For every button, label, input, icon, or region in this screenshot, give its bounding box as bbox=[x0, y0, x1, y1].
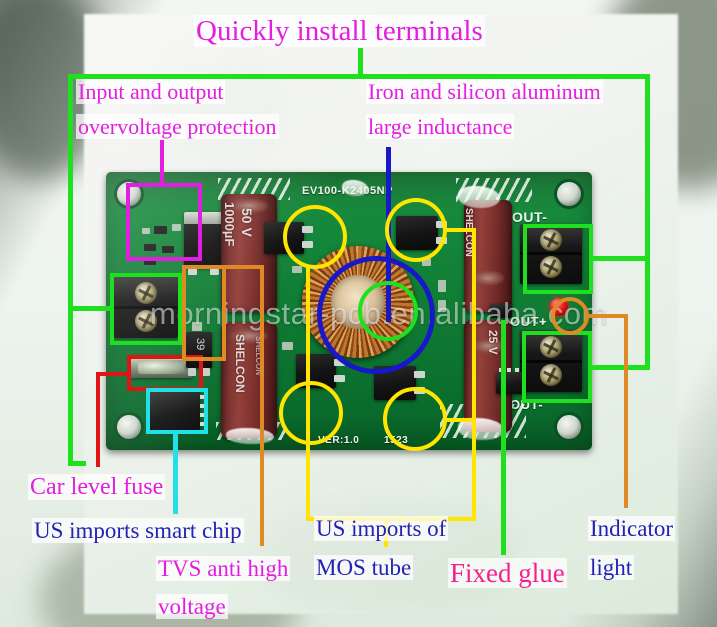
blue-circle-inductor bbox=[317, 256, 435, 374]
green-leader-output-terminal-lower-up bbox=[645, 294, 650, 370]
input-capacitor-upper: 1000µF 50 V bbox=[221, 194, 277, 312]
green-leader-output-terminal-lower bbox=[590, 365, 648, 370]
copper-hatch-top-left bbox=[218, 178, 290, 200]
label-indicator-line1: Indicator bbox=[588, 516, 676, 541]
orange-circle-indicator-led bbox=[551, 297, 589, 335]
mounting-hole-bottom-right bbox=[557, 415, 581, 439]
input-capacitor-lower: SHELCON SHELCON bbox=[221, 322, 277, 438]
green-leader-output-terminal-upper bbox=[590, 256, 648, 261]
green-stem-quickly-install bbox=[358, 48, 363, 76]
label-tvs-line2: voltage bbox=[156, 594, 228, 620]
yellow-circle-mosfet-bottom-right bbox=[383, 387, 447, 451]
smd-part-1 bbox=[292, 266, 302, 273]
fixed-glue-blob-cap-left bbox=[226, 428, 274, 444]
label-input-output-overvoltage-protection: Input and output overvoltage protection bbox=[76, 79, 279, 140]
silkscreen-out-minus-top: OUT- bbox=[512, 209, 548, 225]
green-circle-fixed-glue bbox=[358, 281, 418, 341]
orange-leader-indicator-vertical bbox=[624, 314, 628, 508]
fixed-glue-blob-top-mid bbox=[342, 180, 368, 196]
label-indicator-line2: light bbox=[588, 555, 635, 581]
orange-stem-tvs bbox=[260, 265, 264, 546]
green-box-output-terminal-upper bbox=[523, 224, 593, 294]
orange-box-tvs bbox=[182, 265, 226, 361]
label-quickly-install-terminals: Quickly install terminals bbox=[194, 15, 485, 47]
yellow-leader-right-to-circle bbox=[444, 228, 476, 232]
label-input-output-line2: overvoltage protection bbox=[76, 113, 279, 139]
capacitor-value-1000uf: 1000µF bbox=[222, 202, 237, 247]
green-stem-fixed-glue bbox=[501, 320, 506, 555]
capacitor-value-50v: 50 V bbox=[239, 208, 255, 237]
green-box-input-terminal bbox=[110, 273, 182, 345]
yellow-leader-right-vertical bbox=[472, 228, 476, 521]
green-leader-input-terminal bbox=[68, 306, 112, 311]
red-leader-vertical bbox=[96, 372, 100, 467]
yellow-circle-mosfet-top-right bbox=[385, 198, 447, 262]
silkscreen-part-number: EV100-K2405NP bbox=[302, 185, 393, 197]
green-box-output-terminal-lower bbox=[522, 331, 592, 403]
smd-part-5 bbox=[438, 300, 446, 312]
smd-part-2 bbox=[282, 342, 293, 350]
smd-ic-small bbox=[490, 304, 512, 318]
label-tvs-anti-high-voltage: TVS anti high voltage bbox=[156, 555, 291, 620]
label-mos-line1: US imports of bbox=[314, 516, 449, 541]
label-car-level-fuse: Car level fuse bbox=[28, 474, 166, 500]
label-input-output-line1: Input and output bbox=[76, 79, 226, 104]
orange-leader-indicator-horizontal bbox=[586, 314, 628, 318]
label-tvs-line1: TVS anti high bbox=[156, 556, 291, 581]
silkscreen-out-plus: OUT+ bbox=[510, 314, 548, 329]
copper-hatch-bottom-left bbox=[216, 422, 286, 440]
green-bracket-top bbox=[68, 74, 650, 79]
red-leader-horizontal bbox=[96, 372, 129, 376]
yellow-circle-mosfet-bottom-left bbox=[279, 381, 343, 445]
magenta-stem-overvoltage bbox=[160, 140, 164, 185]
orange-leader-tvs-top bbox=[222, 265, 264, 269]
yellow-leader-right-to-circle-bottom bbox=[444, 418, 476, 422]
green-bracket-left bbox=[68, 74, 73, 466]
label-inductance-line1: Iron and silicon aluminum bbox=[366, 79, 603, 104]
background-swoosh-1 bbox=[100, 40, 290, 170]
label-fixed-glue: Fixed glue bbox=[448, 558, 567, 588]
label-indicator-light: Indicator light bbox=[588, 515, 676, 581]
green-bracket-bottom-left bbox=[68, 461, 86, 466]
capacitor-brand-shelcon: SHELCON bbox=[233, 334, 247, 393]
magenta-box-overvoltage-protection bbox=[126, 183, 202, 261]
label-inductance-line2: large inductance bbox=[366, 113, 515, 139]
label-iron-silicon-aluminum-large-inductance: Iron and silicon aluminum large inductan… bbox=[366, 79, 603, 140]
copper-hatch-top-right bbox=[456, 178, 532, 202]
label-us-imports-of-mos-tube: US imports of MOS tube bbox=[314, 515, 449, 581]
label-us-imports-smart-chip: US imports smart chip bbox=[32, 518, 244, 543]
mounting-hole-bottom-left bbox=[117, 415, 141, 439]
label-mos-line2: MOS tube bbox=[314, 555, 414, 581]
cyan-box-smart-chip bbox=[146, 388, 208, 434]
smd-part-4 bbox=[438, 280, 446, 292]
tvs-leg-right bbox=[202, 368, 210, 376]
green-bracket-right bbox=[645, 74, 650, 294]
yellow-leader-left-vertical bbox=[306, 265, 310, 521]
fixed-glue-blob-top bbox=[458, 186, 500, 208]
mounting-hole-top-right bbox=[557, 182, 581, 206]
cyan-stem-smart-chip bbox=[173, 432, 178, 514]
yellow-circle-mosfet-top-left bbox=[283, 205, 347, 269]
output-capacitor-rating: 25 V bbox=[486, 330, 500, 355]
